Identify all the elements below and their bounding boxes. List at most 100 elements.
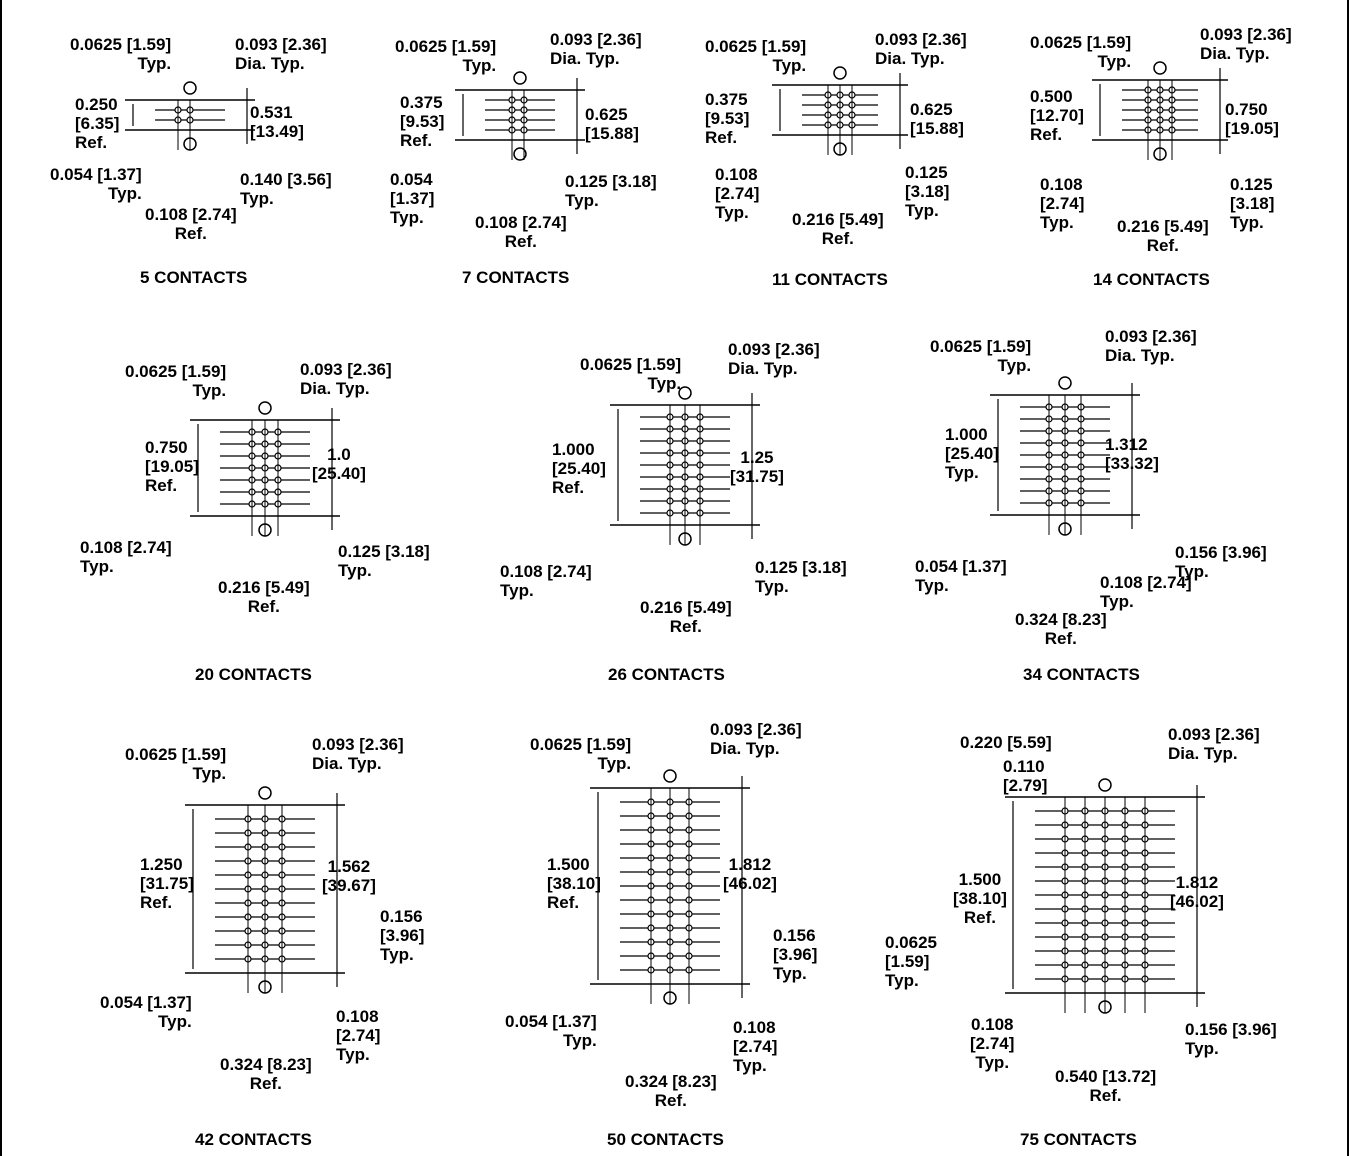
hole-label: 0.093 [2.36] Dia. Typ. [300, 360, 392, 398]
edge-label: 0.156 [3.96] Typ. [773, 926, 818, 983]
hole-label: 0.093 [2.36] Dia. Typ. [1105, 327, 1197, 365]
outer-label: 0.625 [15.88] [910, 100, 964, 138]
drawing-7-contacts: 0.0625 [1.59] Typ. 0.093 [2.36] Dia. Typ… [390, 25, 657, 385]
edge-label: 0.125 [3.18] Typ. [1230, 175, 1275, 232]
connector-outline [610, 386, 760, 546]
row-label: 0.108 [2.74] Typ. [336, 1007, 381, 1064]
caption: 34 CONTACTS [1023, 665, 1140, 684]
pitch-label: 0.0625 [1.59] Typ. [70, 35, 172, 73]
mounting-hole-top [678, 386, 692, 400]
mounting-hole-top [183, 81, 197, 95]
outer-label: 1.312 [33.32] [1105, 435, 1159, 473]
extra-label: 0.110 [2.79] [1003, 757, 1048, 795]
dia-label: 0.108 [2.74] Typ. [500, 562, 592, 600]
caption: 14 CONTACTS [1093, 270, 1210, 289]
mounting-hole-top [833, 66, 847, 80]
pitch-label: 0.0625 [1.59] Typ. [705, 37, 807, 75]
row-label: 0.216 [5.49] Ref. [218, 578, 310, 616]
width-label: 0.324 [8.23] Ref. [625, 1072, 717, 1110]
caption: 11 CONTACTS [772, 270, 888, 289]
dia-label: 0.108 [2.74] Typ. [970, 1015, 1015, 1072]
width-label: 0.220 [5.59] [960, 733, 1052, 752]
caption: 7 CONTACTS [462, 268, 570, 287]
drawing-26-contacts: 0.0625 [1.59] Typ. 0.093 [2.36] Dia. Typ… [500, 340, 847, 700]
inner-label: 1.000 [25.40] Typ. [945, 425, 999, 482]
row-label: 0.216 [5.49] Ref. [792, 210, 884, 248]
connector-outline [590, 769, 750, 1005]
row-label: 0.108 [2.74] Typ. [1100, 573, 1192, 611]
row-label: 0.540 [13.72] Ref. [1055, 1067, 1157, 1105]
mounting-hole-top [513, 71, 527, 85]
caption: 42 CONTACTS [195, 1130, 312, 1149]
drawing-14-contacts: 0.0625 [1.59] Typ. 0.093 [2.36] Dia. Typ… [1025, 25, 1292, 385]
connector-outline [455, 71, 585, 161]
edge-label: 0.156 [3.96] Typ. [380, 907, 425, 964]
connector-outline [772, 66, 908, 156]
dia-label: 0.108 [2.74] Typ. [715, 165, 760, 222]
mounting-hole-bottom [513, 147, 527, 161]
outer-label: 1.562 [39.67] [322, 857, 376, 895]
hole-label: 0.093 [2.36] Dia. Typ. [235, 35, 327, 73]
edge-label: 0.125 [3.18] Typ. [905, 163, 950, 220]
connector-outline [1092, 61, 1228, 161]
hole-label: 0.093 [2.36] Dia. Typ. [550, 30, 642, 68]
mounting-hole-top [663, 769, 677, 783]
caption: 20 CONTACTS [195, 665, 312, 684]
drawing-11-contacts: 0.0625 [1.59] Typ. 0.093 [2.36] Dia. Typ… [700, 25, 967, 385]
pitch-label: 0.0625 [1.59] Typ. [530, 735, 632, 773]
edge-label: 0.156 [3.96] Typ. [1175, 543, 1267, 581]
drawing-20-contacts: 0.0625 [1.59] Typ. 0.093 [2.36] Dia. Typ… [80, 340, 430, 700]
inner-label: 0.375 [9.53] Ref. [705, 90, 750, 147]
dia-label: 0.054 [1.37] Typ. [390, 170, 435, 227]
edge-label: 0.156 [3.96] Typ. [1185, 1020, 1277, 1058]
pitch-label: 0.0625 [1.59] Typ. [885, 933, 937, 990]
mounting-hole-top [1153, 61, 1167, 75]
row-label: 0.108 [2.74] Ref. [145, 205, 237, 243]
row-label: 0.216 [5.49] Ref. [640, 598, 732, 636]
outer-label: 1.812 [46.02] [1170, 873, 1224, 911]
drawing-50-contacts: 0.0625 [1.59] Typ. 0.093 [2.36] Dia. Typ… [505, 720, 817, 1149]
row-label: 0.108 [2.74] Typ. [733, 1018, 778, 1075]
hole-label: 0.093 [2.36] Dia. Typ. [728, 340, 820, 378]
inner-label: 1.500 [38.10] Ref. [953, 870, 1007, 927]
drawing-42-contacts: 0.0625 [1.59] Typ. 0.093 [2.36] Dia. Typ… [100, 735, 424, 1149]
outer-label: 1.812 [46.02] [723, 855, 777, 893]
inner-label: 1.000 [25.40] Ref. [552, 440, 606, 497]
caption: 75 CONTACTS [1020, 1130, 1137, 1149]
outer-label: 1.25 [31.75] [730, 448, 784, 486]
inner-label: 1.500 [38.10] Ref. [547, 855, 601, 912]
width-label: 0.324 [8.23] Ref. [1015, 610, 1107, 648]
mounting-hole-top [1058, 376, 1072, 390]
row-label: 0.216 [5.49] Ref. [1117, 217, 1209, 255]
connector-outline [185, 786, 345, 994]
pitch-label: 0.0625 [1.59] Typ. [930, 337, 1032, 375]
hole-label: 0.093 [2.36] Dia. Typ. [710, 720, 802, 758]
hole-label: 0.093 [2.36] Dia. Typ. [1200, 25, 1292, 63]
connector-outline [1005, 778, 1205, 1014]
edge-label: 0.125 [3.18] Typ. [755, 558, 847, 596]
dia-label: 0.054 [1.37] Typ. [505, 1012, 597, 1050]
edge-label: 0.140 [3.56] Typ. [240, 170, 332, 208]
caption: 26 CONTACTS [608, 665, 725, 684]
inner-label: 0.375 [9.53] Ref. [400, 93, 445, 150]
connector-outline [125, 81, 255, 151]
inner-label: 1.250 [31.75] Ref. [140, 855, 194, 912]
pitch-label: 0.0625 [1.59] Typ. [395, 37, 497, 75]
drawing-75-contacts: 0.220 [5.59] 0.110 [2.79] 0.093 [2.36] D… [885, 725, 1277, 1149]
mounting-hole-top [258, 786, 272, 800]
hole-label: 0.093 [2.36] Dia. Typ. [875, 30, 967, 68]
inner-label: 0.250 [6.35] Ref. [75, 95, 120, 152]
dia-label: 0.054 [1.37] Typ. [100, 993, 192, 1031]
inner-label: 0.750 [19.05] Ref. [145, 438, 199, 495]
hole-label: 0.093 [2.36] Dia. Typ. [312, 735, 404, 773]
outer-label: 0.531 [13.49] [250, 103, 304, 141]
hole-label: 0.093 [2.36] Dia. Typ. [1168, 725, 1260, 763]
edge-label: 0.125 [3.18] Typ. [338, 542, 430, 580]
caption: 50 CONTACTS [607, 1130, 724, 1149]
mounting-hole-top [258, 401, 272, 415]
row-label: 0.108 [2.74] Ref. [475, 213, 567, 251]
pitch-label: 0.0625 [1.59] Typ. [125, 362, 227, 400]
pitch-label: 0.0625 [1.59] Typ. [125, 745, 227, 783]
